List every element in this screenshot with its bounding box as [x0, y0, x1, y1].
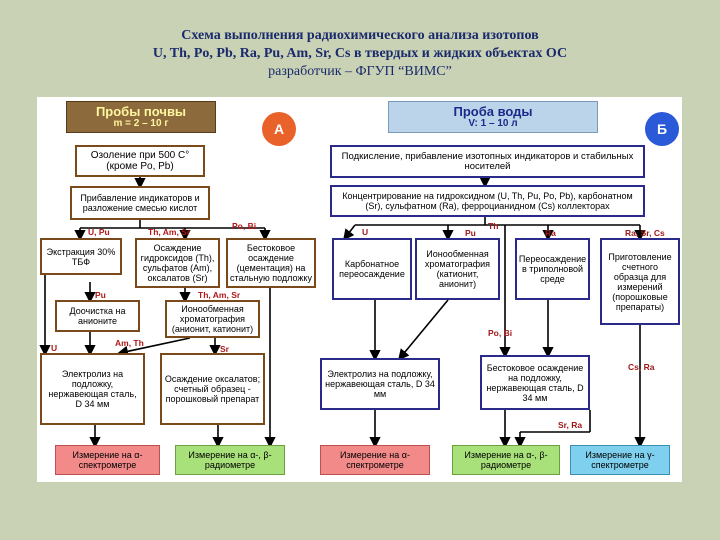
label-pu-left: Pu — [95, 290, 106, 300]
label-u-right: U — [362, 227, 369, 237]
electrolysis-step-right: Электролиз на подложку, нержавеющая стал… — [320, 358, 440, 410]
hydroxide-precipitation-step: Осаждение гидроксидов (Th), сульфатов (A… — [135, 238, 220, 288]
label-ra: Ra — [545, 228, 556, 238]
left-flow-lines — [39, 177, 276, 449]
right-flow-lines — [343, 177, 646, 449]
label-po-bi-right: Po, Bi — [488, 328, 513, 338]
label-ra-sr-cs: Ra, Sr, Cs — [625, 228, 665, 238]
label-th-am-sr: Th, Am, Sr — [148, 227, 191, 237]
label-pu-right: Pu — [465, 228, 476, 238]
ion-exchange-step-right: Ионообменная хроматография (катионит, ан… — [415, 238, 500, 300]
label-sr-ra: Sr, Ra — [558, 420, 583, 430]
label-th-am-sr-2: Th, Am, Sr — [198, 290, 241, 300]
measure-alpha-spectrometer-left: Измерение на α- спектрометре — [55, 445, 160, 475]
measure-alpha-label-left: Измерение на α- спектрометре — [72, 450, 143, 470]
measure-alpha-spectrometer-right: Измерение на α- спектрометре — [320, 445, 430, 475]
ashing-step: Озоление при 500 С° (кроме Po, Pb) — [75, 145, 205, 177]
concentrate-step: Концентрирование на гидроксидном (U, Th,… — [330, 185, 645, 217]
measure-ab-radiometer-left: Измерение на α-, β- радиометре — [175, 445, 285, 475]
indicator-decomposition-step: Прибавление индикаторов и разложение сме… — [70, 186, 210, 220]
anion-cleanup-step: Доочистка на анионите — [55, 300, 140, 332]
soil-sample-header: Пробы почвы m = 2 – 10 г — [66, 101, 216, 133]
tripon-reprecipitation-step: Переосаждение в триполновой среде — [515, 238, 590, 300]
measure-gamma-label: Измерение на γ- спектрометре — [585, 450, 655, 470]
badge-b: Б — [645, 112, 679, 146]
title-line-2: U, Th, Po, Pb, Ra, Pu, Am, Sr, Cs в твер… — [152, 46, 568, 61]
water-sample-title: Проба воды — [453, 104, 533, 119]
water-sample-volume: V: 1 – 10 л — [468, 118, 518, 129]
label-cs-ra: Cs, Ra — [628, 362, 655, 372]
measure-ab-label-right: Измерение на α-, β- радиометре — [464, 450, 548, 470]
acidify-step: Подкисление, прибавление изотопных индик… — [330, 145, 645, 178]
cementation-step-right: Бестоковое осаждение на подложку, нержав… — [480, 355, 590, 410]
water-sample-header: Проба воды V: 1 – 10 л — [388, 101, 598, 133]
cementation-step-left: Бестоковое осаждение (цементация) на ста… — [226, 238, 316, 288]
measure-gamma-spectrometer: Измерение на γ- спектрометре — [570, 445, 670, 475]
title-line-1: Схема выполнения радиохимического анализ… — [181, 28, 539, 43]
label-sr-left: Sr — [220, 344, 229, 354]
carbonate-reprecipitation-step: Карбонатное переосаждение — [332, 238, 412, 300]
electrolysis-step-left: Электролиз на подложку, нержавеющая стал… — [40, 353, 145, 425]
soil-sample-title: Пробы почвы — [95, 104, 187, 119]
label-am-th: Am, Th — [115, 338, 144, 348]
counting-sample-prep-step: Приготовление счетного образца для измер… — [600, 238, 680, 325]
tbp-extraction-step: Экстракция 30% ТБФ — [40, 238, 122, 275]
label-u-pu: U, Pu — [88, 227, 110, 237]
badge-a: А — [262, 112, 296, 146]
title-line-3: разработчик – ФГУП “ВИМС” — [268, 64, 452, 79]
soil-sample-mass: m = 2 – 10 г — [113, 118, 169, 129]
measure-ab-radiometer-right: Измерение на α-, β- радиометре — [452, 445, 560, 475]
label-u-left: U — [51, 343, 58, 353]
measure-ab-label-left: Измерение на α-, β- радиометре — [188, 450, 272, 470]
label-th-right: Th — [488, 221, 499, 231]
ion-exchange-step-left: Ионообменная хроматография (анионит, кат… — [165, 300, 260, 338]
oxalate-precipitation-step: Осаждение оксалатов; счетный образец - п… — [160, 353, 265, 425]
label-po-bi-left: Po, Bi — [232, 221, 257, 231]
measure-alpha-label-right: Измерение на α- спектрометре — [340, 450, 410, 470]
